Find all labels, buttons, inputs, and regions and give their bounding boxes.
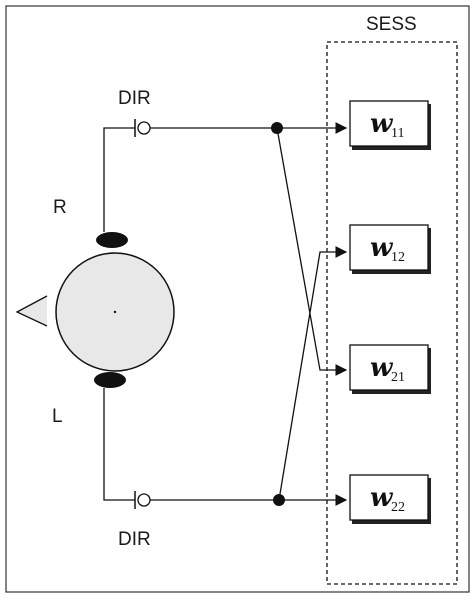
w11-box (349, 100, 429, 147)
left-label: L (52, 406, 63, 427)
w12-box (349, 224, 429, 271)
w22-subscript: 22 (391, 500, 405, 515)
right-label: R (53, 197, 67, 218)
head (15, 232, 175, 388)
left-ear (94, 372, 126, 388)
top-dir-mic (137, 121, 151, 135)
sess-box (326, 41, 458, 585)
top-mic-wire (103, 127, 135, 232)
weight-box-w21: w 21 (349, 344, 431, 394)
arrow-to-w12 (278, 246, 348, 501)
w21-subscript: 21 (391, 370, 405, 385)
weight-box-w12: w 12 (349, 224, 431, 274)
arrow-to-w21 (276, 127, 348, 376)
w11-subscript: 11 (391, 126, 404, 141)
w21-symbol: w (370, 353, 394, 383)
nose (15, 295, 48, 327)
weight-box-w11: w 11 (349, 100, 431, 150)
w21-box (349, 344, 429, 391)
w12-subscript: 12 (391, 250, 405, 265)
w22-symbol: w (370, 483, 394, 513)
sess-label: SESS (366, 14, 417, 35)
bottom-dir-mic (137, 493, 151, 507)
w12-symbol: w (370, 233, 394, 263)
w22-box (349, 474, 429, 521)
dir-top-label: DIR (118, 88, 151, 109)
dir-bottom-label: DIR (118, 529, 151, 550)
bottom-mic-wire (103, 388, 135, 501)
head-center (113, 310, 117, 314)
weight-box-w22: w 22 (349, 474, 431, 524)
w11-symbol: w (370, 109, 394, 139)
outer-frame (5, 5, 470, 593)
right-ear (96, 232, 128, 248)
